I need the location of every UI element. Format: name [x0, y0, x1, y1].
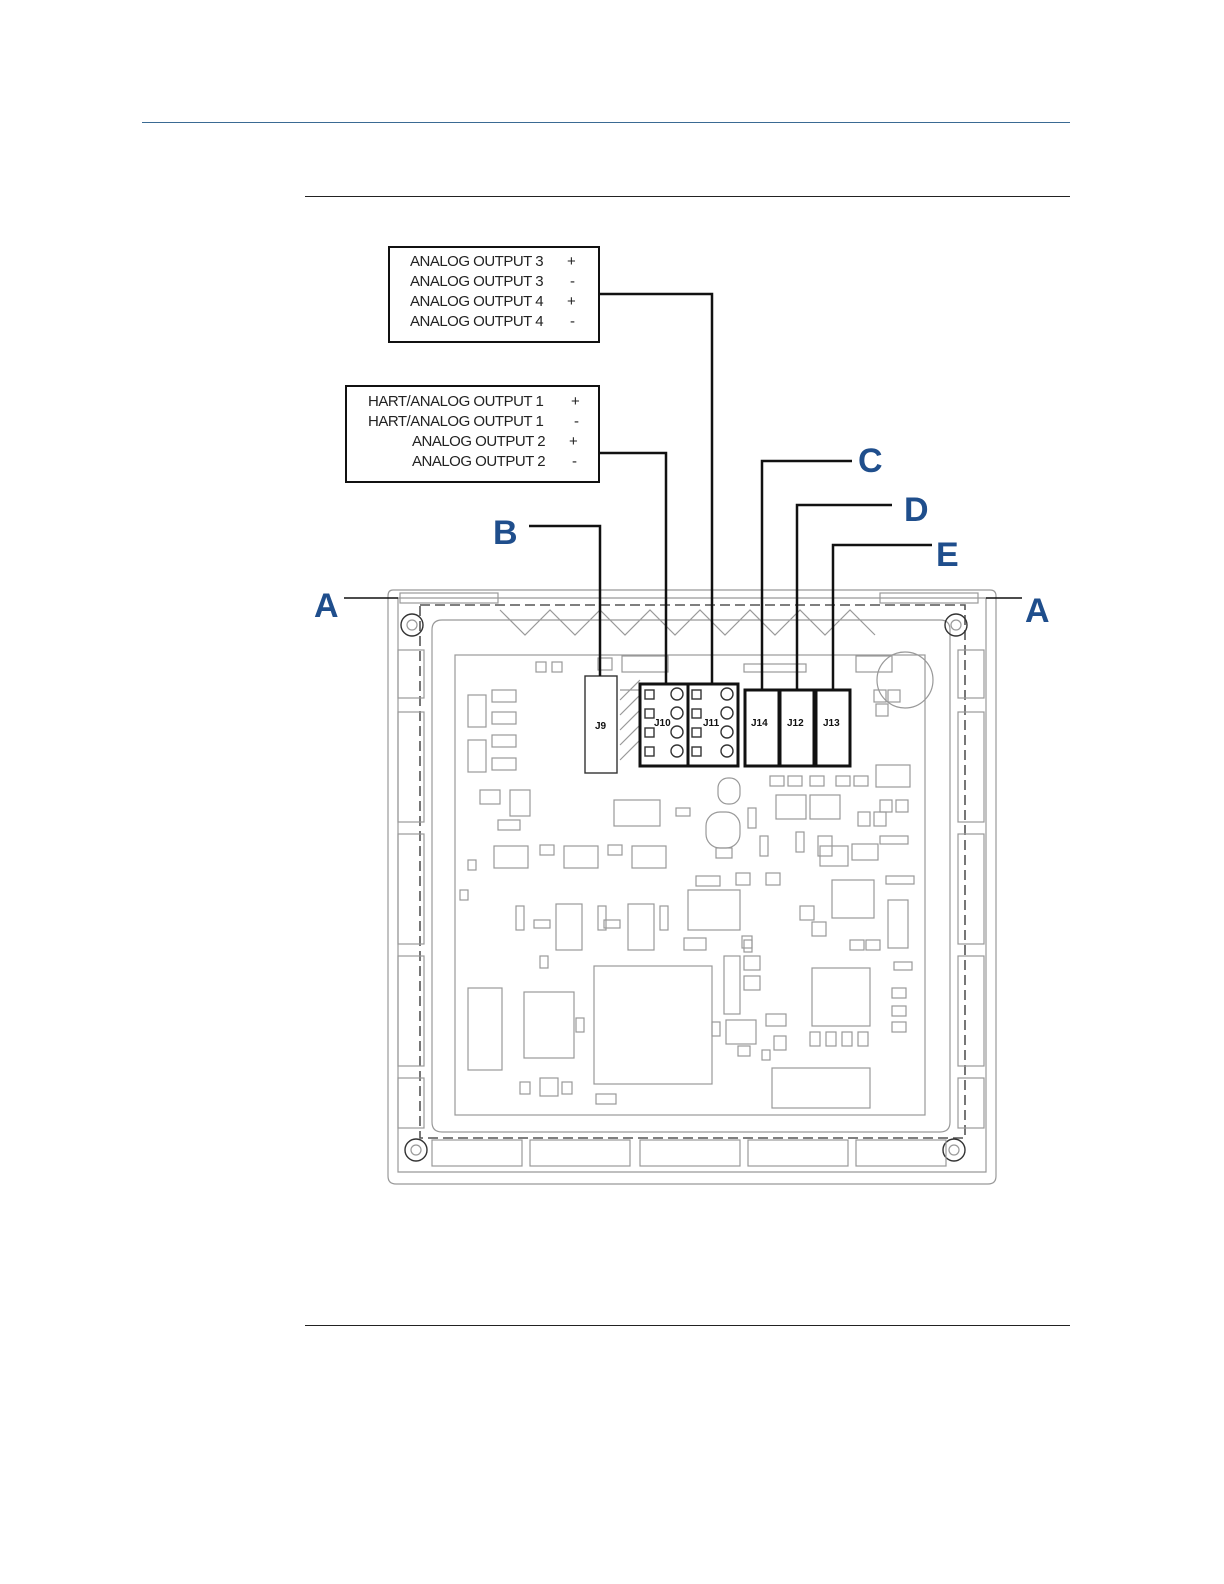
callout-a-left: A — [314, 587, 339, 625]
connector-j12: J12 — [780, 690, 814, 766]
terminal-row-label: HART/ANALOG OUTPUT 1 — [368, 413, 543, 430]
terminal-row-label: ANALOG OUTPUT 2 — [412, 453, 545, 470]
screw-bottom-left — [405, 1139, 427, 1161]
connector-j12-label: J12 — [787, 718, 804, 729]
terminal-row-label: ANALOG OUTPUT 3 — [410, 253, 543, 270]
connector-j9-label: J9 — [595, 721, 607, 732]
terminal-row-sign: + — [571, 393, 580, 410]
circuit-board — [455, 652, 933, 1115]
leader-e-to-j13 — [833, 545, 932, 690]
connector-j11: J11 — [688, 684, 738, 766]
terminal-row-label: HART/ANALOG OUTPUT 1 — [368, 393, 543, 410]
connector-j14: J14 — [745, 690, 779, 766]
connector-j13: J13 — [816, 690, 850, 766]
screw-top-right — [945, 614, 967, 636]
connector-j10: J10 — [640, 684, 688, 766]
terminal-row-sign: + — [567, 253, 576, 270]
terminal-row-sign: - — [570, 313, 575, 330]
terminal-row-sign: + — [569, 433, 578, 450]
terminal-box-hart-analog-1-2: HART/ANALOG OUTPUT 1 + HART/ANALOG OUTPU… — [346, 386, 599, 482]
connector-j11-label: J11 — [703, 718, 720, 729]
leader-c-to-j14 — [762, 461, 852, 690]
callout-b: B — [493, 514, 518, 552]
terminal-row-sign: - — [570, 273, 575, 290]
terminal-box-analog-3-4: ANALOG OUTPUT 3 + ANALOG OUTPUT 3 - ANAL… — [389, 247, 599, 342]
callout-d: D — [904, 491, 929, 529]
terminal-row-label: ANALOG OUTPUT 4 — [410, 293, 543, 310]
connector-j14-label: J14 — [751, 718, 768, 729]
terminal-row-label: ANALOG OUTPUT 3 — [410, 273, 543, 290]
terminal-row-sign: - — [574, 413, 579, 430]
terminal-row-label: ANALOG OUTPUT 4 — [410, 313, 543, 330]
callout-e: E — [936, 536, 959, 574]
callout-c: C — [858, 442, 883, 480]
leader-box2-to-j10 — [599, 453, 666, 684]
leader-b-to-j9 — [529, 526, 600, 676]
connector-j9: J9 — [585, 676, 617, 773]
terminal-row-sign: - — [572, 453, 577, 470]
connector-j10-label: J10 — [654, 718, 671, 729]
terminal-row-sign: + — [567, 293, 576, 310]
enclosure — [388, 590, 996, 1184]
callout-a-right: A — [1025, 592, 1050, 630]
connector-j13-label: J13 — [823, 718, 840, 729]
terminal-row-label: ANALOG OUTPUT 2 — [412, 433, 545, 450]
